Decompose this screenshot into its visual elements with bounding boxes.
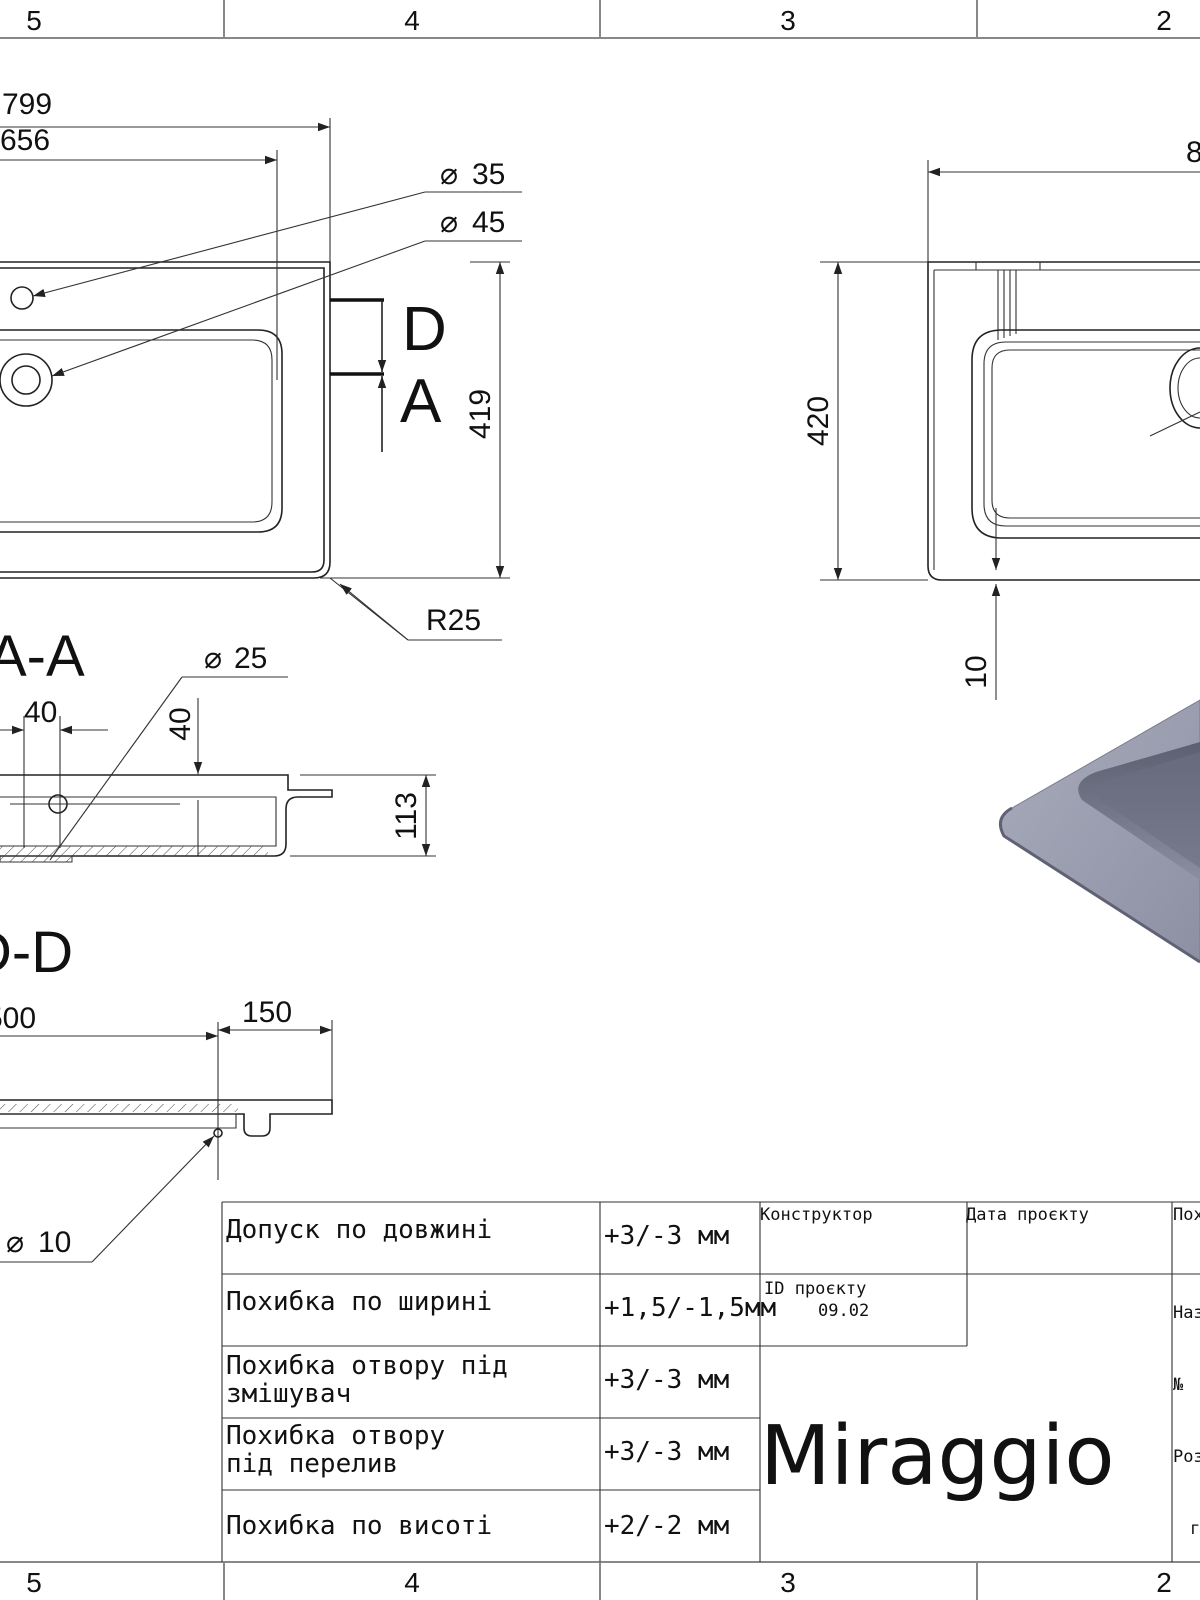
dim-left-length: 500 [0,1002,36,1035]
section-dd: D-D 500 150 ⌀ 10 [0,920,333,1263]
tolerance-value-height: +2/-2 мм [604,1511,729,1541]
dim-drain-dia-symbol: ⌀ [204,642,222,675]
tolerance-label-mixer-line1: Похибка отвору під [226,1351,508,1381]
section-aa-profile [0,774,333,857]
tolerance-value-mixer: +3/-3 мм [604,1365,729,1395]
project-date-label: Дата проєкту [966,1205,1089,1225]
tolerance-label-width: Похибка по ширині [226,1287,492,1317]
dim-overflow-dia: 10 [38,1226,71,1259]
top-view-outline [0,261,331,579]
designer-label: Конструктор [760,1205,873,1225]
dim-right-length: 150 [242,996,292,1029]
tolerance-label-mixer-line2: змішувач [226,1379,351,1409]
faucet-hole [10,286,34,310]
zone-label-bottom-3: 3 [780,1567,796,1598]
dim-faucet-hole: 35 [472,158,505,191]
top-view: 799 656 ⌀ 35 ⌀ 45 419 R25 D A [0,88,522,641]
side-view: 8 420 10 [802,136,1200,700]
dim-width-420: 420 [802,396,835,446]
tolerance-value-length: +3/-3 мм [604,1221,729,1251]
right-col-label-3: № [1173,1375,1184,1395]
project-id-value: 09.02 [818,1301,869,1321]
tolerance-value-overflow: +3/-3 мм [604,1437,729,1467]
dim-vert-40: 40 [164,707,197,740]
right-col-label-2: Наз [1173,1303,1200,1323]
zone-label-top-4: 4 [404,5,420,36]
zone-label-top-5: 5 [26,5,42,36]
zone-label-bottom-5: 5 [26,1567,42,1598]
title-block [221,1201,1200,1562]
tolerance-label-length: Допуск по довжині [226,1215,492,1245]
zone-label-bottom-4: 4 [404,1567,420,1598]
side-view-outline [927,261,1200,581]
dim-overall-length: 799 [2,88,52,121]
dim-offset-10: 10 [960,655,993,688]
dim-drain-dia: 25 [234,642,267,675]
dim-faucet-hole-symbol: ⌀ [440,158,458,191]
tolerance-label-overflow-line2: під перелив [226,1449,398,1479]
section-mark-d: D [402,295,447,364]
dim-drain-hole-symbol: ⌀ [440,206,458,239]
dim-hole-offset: 656 [0,124,50,157]
dim-drain-hole: 45 [472,206,505,239]
project-id-label: ID проєкту [764,1279,866,1299]
drain-hole-inner [11,365,41,395]
dim-height-113: 113 [390,792,423,840]
sink-3d-render [998,699,1200,964]
dim-overflow-symbol: ⌀ [6,1226,24,1259]
brand-logo: Miraggio [760,1409,1115,1504]
right-col-label-1: Пох [1173,1205,1200,1225]
side-view-basin [971,329,1200,539]
drain-hole-outer [0,353,53,407]
section-dd-label: D-D [0,920,73,985]
right-col-label-5: г [1190,1519,1200,1539]
section-aa: A-A ⌀ 25 40 40 113 [0,624,436,863]
dim-height: 419 [464,389,497,439]
section-mark-a: A [400,367,442,436]
dim-radius: R25 [426,604,481,637]
top-view-basin [0,329,283,533]
tolerance-label-overflow-line1: Похибка отвору [226,1421,445,1451]
dim-partial-top: 8 [1186,136,1200,169]
section-dd-profile [0,1099,333,1137]
zone-label-top-3: 3 [780,5,796,36]
zone-label-bottom-2: 2 [1156,1567,1172,1598]
section-aa-label: A-A [0,624,85,689]
tolerance-label-height: Похибка по висоті [226,1511,492,1541]
dim-horiz-40: 40 [24,696,57,729]
tolerance-value-width: +1,5/-1,5мм [604,1293,776,1323]
zone-label-top-2: 2 [1156,5,1172,36]
right-col-label-4: Роз [1173,1447,1200,1467]
